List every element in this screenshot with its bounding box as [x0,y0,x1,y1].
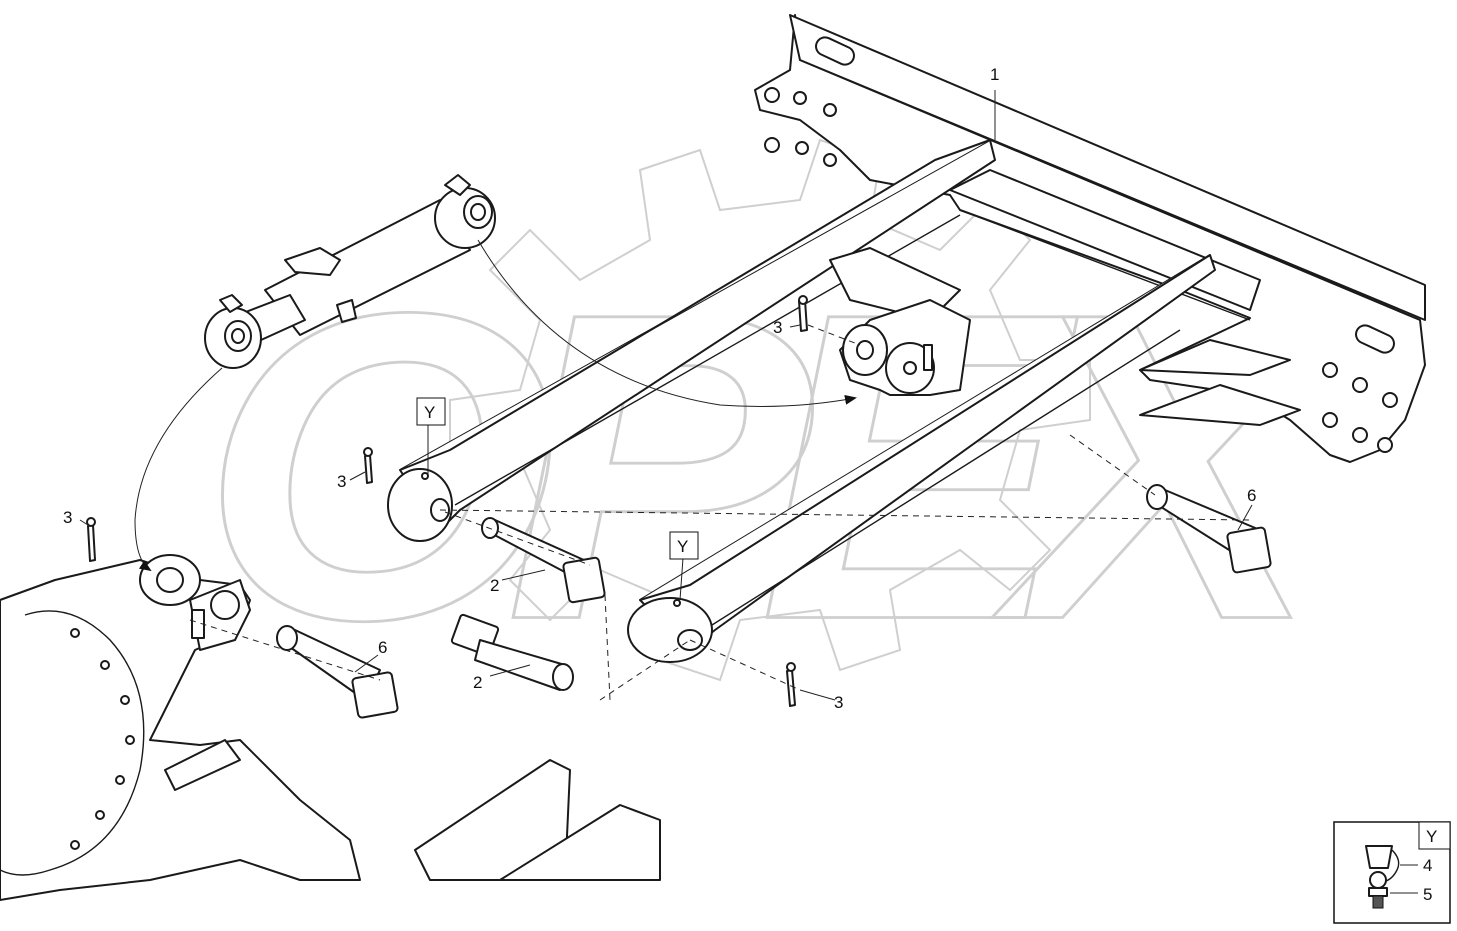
grease-cap [1365,845,1393,869]
callout-cotter-mid: 3 [337,472,346,491]
pin-long-right [1146,484,1272,574]
callout-cotter-bottom: 3 [834,693,843,712]
detail-box-y: Y 4 5 [1333,821,1451,924]
detail-box-tag: Y [1418,821,1451,850]
pin-long-left [276,625,399,719]
callout-pin-lower: 2 [473,673,482,692]
assembly-arrows [134,239,857,572]
assembly-lines [189,324,1251,701]
detail-tag-left-arm: Y [416,397,446,426]
callout-pin-long-right: 6 [1247,486,1256,505]
callout-cotter-top: 3 [773,318,782,337]
svg-text:Y: Y [1426,827,1437,846]
cotter-pins [86,295,808,707]
pin-short-upper [481,517,606,604]
leader-lines [79,90,1253,701]
pin-short-lower [450,613,574,691]
callout-grease-cap: 4 [1423,856,1432,875]
callout-frame: 1 [990,65,999,84]
callouts: 1 2 2 3 3 3 3 6 6 [63,65,1256,712]
detail-tag-right-arm: Y [669,531,699,560]
lower-body [0,554,661,901]
callout-pin-long-left: 6 [378,638,387,657]
grease-nipple [1369,871,1387,889]
callout-cotter-left: 3 [63,508,72,527]
svg-text:Y: Y [677,537,688,556]
callout-pin-short: 2 [490,576,499,595]
left-arm [387,139,996,542]
callout-nipple: 5 [1423,885,1432,904]
svg-text:Y: Y [424,403,435,422]
hydraulic-cylinder [204,174,496,369]
center-clevis [829,247,971,396]
